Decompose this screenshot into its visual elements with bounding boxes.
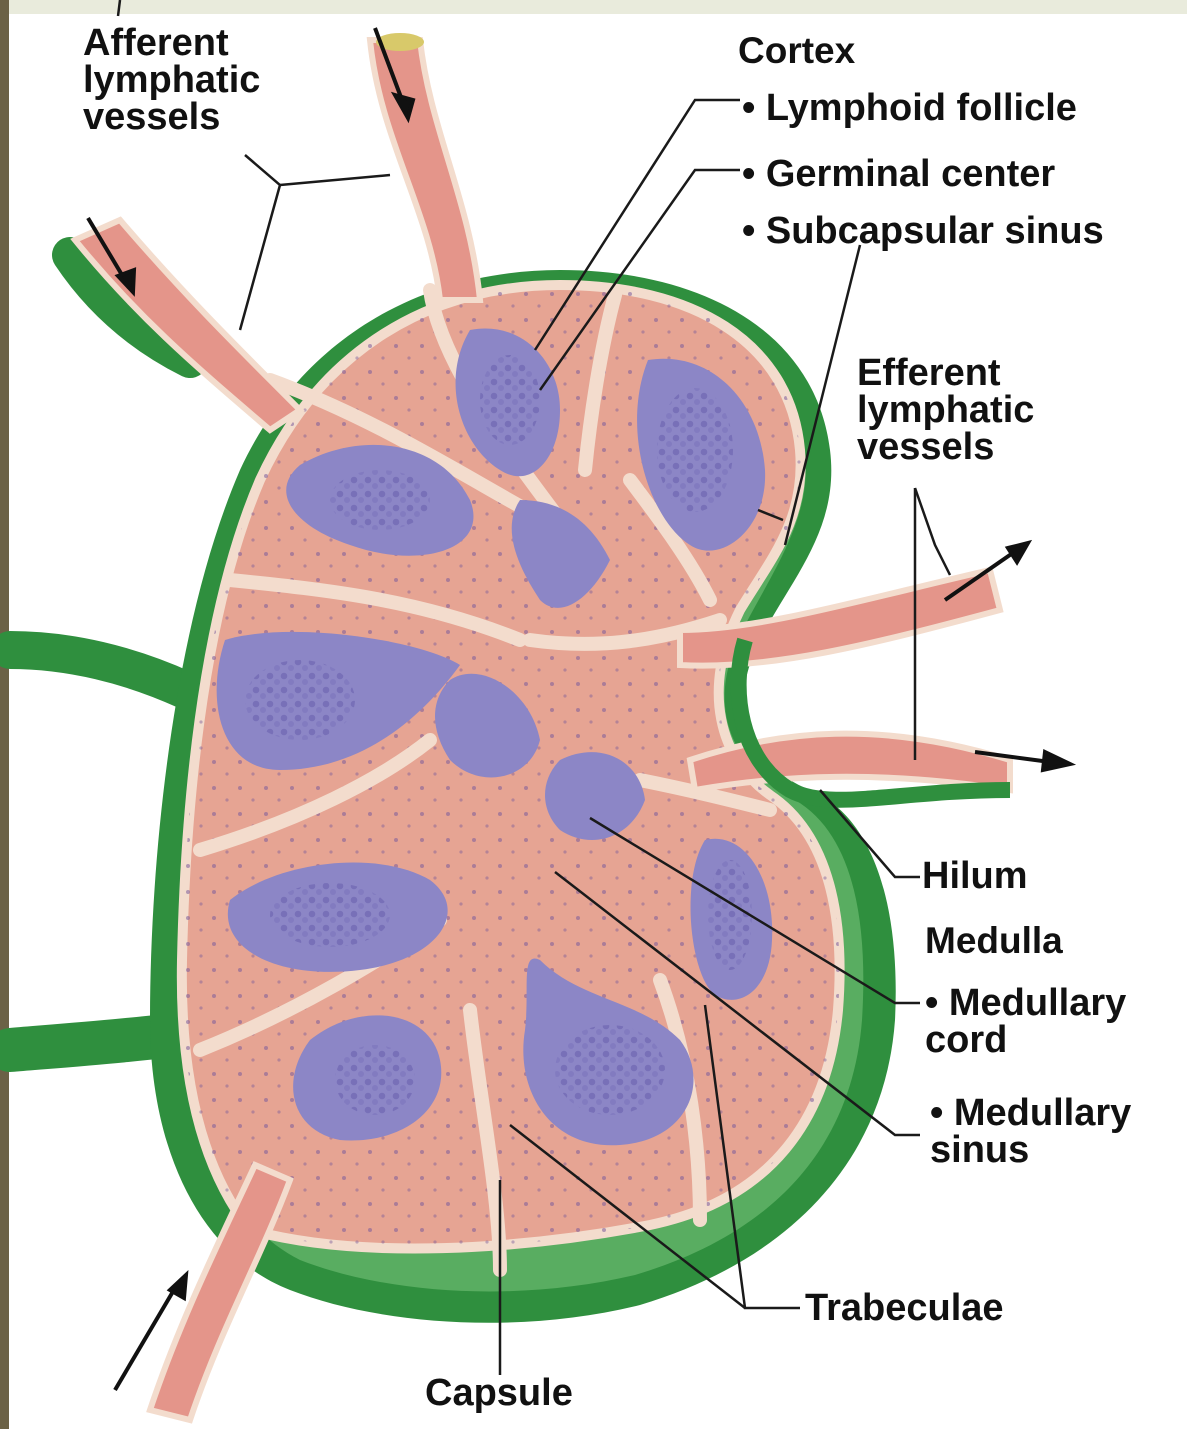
label-trabeculae: Trabeculae bbox=[805, 1287, 1004, 1329]
label-hilum: Hilum bbox=[922, 855, 1028, 897]
flow-arrows bbox=[86, 27, 1077, 1392]
germinal-centers bbox=[245, 355, 752, 1115]
label-medullary-sinus: • Medullary sinus bbox=[930, 1092, 1132, 1171]
left-border-bar bbox=[0, 0, 9, 1429]
label-cortex-heading: Cortex bbox=[738, 30, 856, 71]
top-band bbox=[9, 0, 1187, 14]
label-medullary-cord: • Medullary cord bbox=[925, 982, 1127, 1061]
afferent-top-opening bbox=[376, 33, 424, 51]
label-afferent-lymphatic-vessels: Afferent lymphatic vessels bbox=[83, 22, 261, 138]
leader-lines bbox=[116, 0, 952, 1375]
label-capsule: Capsule bbox=[425, 1372, 573, 1414]
label-lymphoid-follicle: • Lymphoid follicle bbox=[742, 87, 1077, 129]
label-subcapsular-sinus: • Subcapsular sinus bbox=[742, 210, 1104, 252]
hilum-green-edge bbox=[730, 637, 1011, 808]
label-efferent-lymphatic-vessels: Efferent lymphatic vessels bbox=[857, 352, 1035, 468]
label-medulla-heading: Medulla bbox=[925, 920, 1063, 961]
trabeculae-lines bbox=[193, 283, 777, 1277]
label-germinal-center: • Germinal center bbox=[742, 153, 1056, 195]
